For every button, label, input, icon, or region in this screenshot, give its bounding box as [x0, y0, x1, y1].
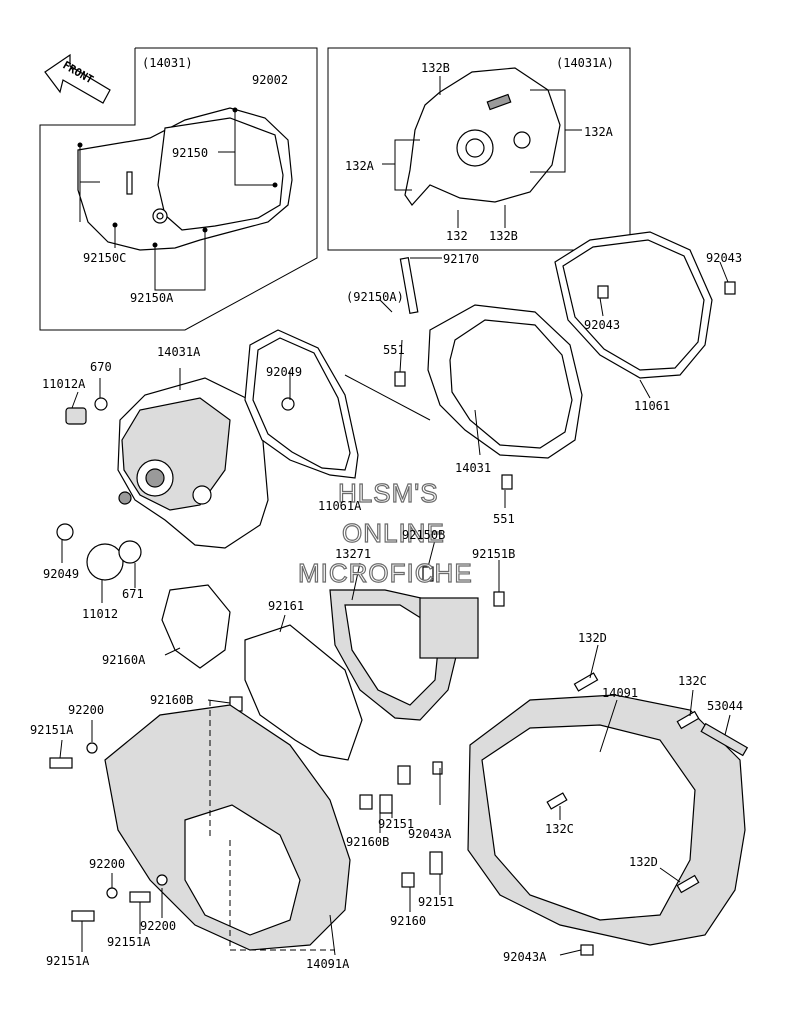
watermark-line-2: ONLINE [342, 518, 445, 548]
callout-label: 13271 [335, 547, 371, 561]
cap-11012A [56, 397, 142, 581]
inset-box-14031: (14031) 92002 92150 92150C 92150A [39, 47, 318, 331]
callout-label: 92150B [402, 528, 445, 542]
inset-right-label-1: 132B [421, 61, 450, 75]
callout-label: 92151A [107, 935, 151, 949]
callout-label: 132C [545, 822, 574, 836]
callout-label: (92150A) [346, 290, 404, 304]
callout-label: 551 [493, 512, 515, 526]
gasket-11061 [554, 231, 736, 379]
callout-label: 92049 [43, 567, 79, 581]
callout-label: 92200 [68, 703, 104, 717]
outer-cover-14091 [467, 672, 749, 956]
front-arrow-icon: FRONT [44, 53, 111, 104]
callout-label: 11061 [634, 399, 670, 413]
inset-right-label-3: 132A [345, 159, 375, 173]
callout-label: 92043 [706, 251, 742, 265]
watermark-line-3: MICROFICHE [298, 558, 473, 588]
inset-left-title: (14031) [142, 56, 193, 70]
callout-label: 14091A [306, 957, 350, 971]
callout-label: 14031A [157, 345, 201, 359]
callout-label: 92151 [378, 817, 414, 831]
callout-label: 14031 [455, 461, 491, 475]
callout-label: 92200 [89, 857, 125, 871]
callout-label: 92161 [268, 599, 304, 613]
callout-label: 92151A [30, 723, 74, 737]
inset-box-14031A: (14031A) 132B 132A 132A 132 132B [327, 47, 631, 251]
callout-label: 11012A [42, 377, 86, 391]
outer-cover-14031 [394, 257, 583, 490]
inset-right-label-2: 132A [584, 125, 614, 139]
callout-label: 92200 [140, 919, 176, 933]
callout-label: 671 [122, 587, 144, 601]
watermark: HLSM'S ONLINE MICROFICHE [297, 477, 473, 588]
watermark-line-1: HLSM'S [338, 478, 439, 508]
center-bolts [229, 566, 505, 888]
clutch-cover-14031A [117, 377, 269, 549]
gasket-11061A [244, 329, 359, 479]
callout-label: 132D [629, 855, 658, 869]
inset-right-label-4: 132 [446, 229, 468, 243]
callout-label: 14091 [602, 686, 638, 700]
callout-label: 92049 [266, 365, 302, 379]
callout-labels: 92170 92043 (92150A) 551 92043 92049 140… [30, 251, 743, 971]
inset-left-label-1: 92002 [252, 73, 288, 87]
inner-plates [161, 584, 479, 761]
inset-left-label-4: 92150A [130, 291, 174, 305]
callout-label: 92151 [418, 895, 454, 909]
callout-label: 92160A [102, 653, 146, 667]
callout-label: 551 [383, 343, 405, 357]
callout-label: 53044 [707, 699, 743, 713]
callout-label: 92170 [443, 252, 479, 266]
callout-label: 92160 [390, 914, 426, 928]
callout-label: 92151A [46, 954, 90, 968]
callout-label: 11012 [82, 607, 118, 621]
outer-cover-14091A [49, 704, 351, 951]
leader-lines [59, 257, 731, 956]
inset-left-label-2: 92150 [172, 146, 208, 160]
callout-label: 92043A [503, 950, 547, 964]
callout-label: 92151B [472, 547, 515, 561]
callout-label: 92043 [584, 318, 620, 332]
callout-label: 670 [90, 360, 112, 374]
inset-right-title: (14031A) [556, 56, 614, 70]
callout-label: 132C [678, 674, 707, 688]
callout-label: 92043A [408, 827, 452, 841]
callout-label: 92160B [346, 835, 389, 849]
callout-label: 92160B [150, 693, 193, 707]
callout-label: 11061A [318, 499, 362, 513]
callout-label: 132D [578, 631, 607, 645]
inset-right-label-5: 132B [489, 229, 518, 243]
inset-left-label-3: 92150C [83, 251, 126, 265]
